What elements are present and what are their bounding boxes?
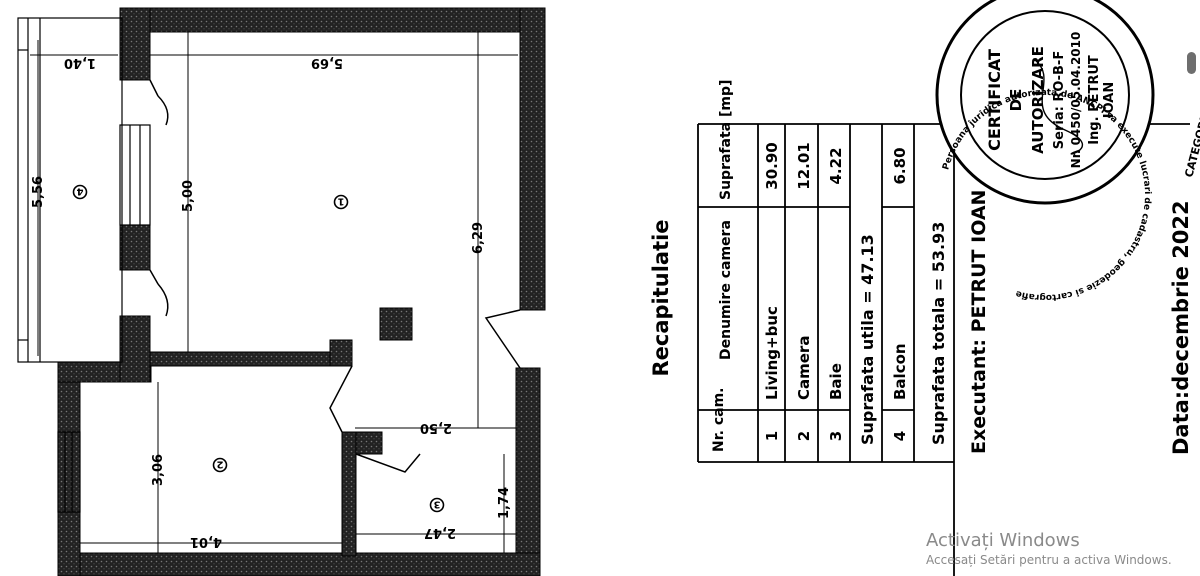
- dim-living-length-right: 6,29: [471, 222, 486, 254]
- scrollbar-thumb[interactable]: [1187, 52, 1196, 74]
- header-area: Suprafata [mp]: [718, 80, 734, 200]
- row3-nr: 3: [827, 431, 845, 441]
- balcony: [17, 17, 123, 363]
- dimension-labels: 1,40 5,69 2,50 4,01 2,47 5,56 5,00 6,29 …: [31, 55, 512, 549]
- dim-hall-width: 2,50: [420, 420, 452, 435]
- room-marker-bath: 3: [429, 497, 445, 513]
- dim-bath-width: 2,47: [424, 525, 456, 540]
- stamp-line-4: Seria: RO-B-F: [1052, 51, 1067, 149]
- row3-name: Baie: [827, 363, 845, 400]
- row2-nr: 2: [795, 431, 813, 441]
- activate-windows-watermark: Activați Windows Accesați Setări pentru …: [926, 530, 1200, 568]
- dimension-lines: [30, 32, 518, 553]
- svg-text:3: 3: [433, 499, 440, 510]
- header-name: Denumire camera: [718, 220, 734, 360]
- row4-area: 6.80: [891, 147, 909, 184]
- row1-area: 30.90: [763, 142, 781, 189]
- header-nr: Nr. cam.: [711, 388, 727, 452]
- row2-area: 12.01: [795, 142, 813, 189]
- total-area: Suprafata totala = 53.93: [929, 222, 948, 445]
- dim-bedroom-length: 3,06: [151, 454, 166, 486]
- stamp-line-2: DE: [1007, 89, 1025, 112]
- stamp-line-1: CERTIFICAT: [985, 49, 1004, 151]
- bedroom-window: [57, 431, 81, 513]
- stamp-line-3: AUTORIZARE: [1029, 46, 1047, 154]
- row3-area: 4.22: [827, 147, 845, 184]
- living-window: [119, 124, 151, 226]
- room-marker-balcony: 4: [72, 184, 88, 200]
- row1-nr: 1: [763, 431, 781, 441]
- dim-bedroom-width: 4,01: [190, 534, 222, 549]
- room-marker-bedroom: 2: [212, 457, 228, 473]
- date-label: Data:decembrie 2022: [1169, 200, 1193, 455]
- executant-label: Executant: PETRUT IOAN: [968, 190, 990, 454]
- svg-text:1: 1: [337, 196, 344, 207]
- dim-balcony-width: 1,40: [64, 55, 96, 70]
- doors: [149, 79, 521, 473]
- svg-text:4: 4: [76, 186, 83, 197]
- activate-windows-title: Activați Windows: [926, 530, 1080, 551]
- room-marker-living: 1: [333, 194, 349, 210]
- row2-name: Camera: [795, 336, 813, 400]
- dim-balcony-length: 5,56: [31, 176, 46, 208]
- useful-area: Suprafata utila = 47.13: [858, 234, 877, 445]
- row1-name: Living+buc: [763, 306, 781, 400]
- stamp-line-7: IOAN: [1102, 82, 1117, 118]
- activate-windows-subtitle: Accesați Setări pentru a activa Windows.: [926, 553, 1172, 567]
- dim-bath-length: 1,74: [497, 487, 512, 519]
- row4-name: Balcon: [891, 343, 909, 400]
- svg-text:2: 2: [216, 459, 223, 470]
- stamp-category: CATEGORIA A: [1182, 95, 1200, 179]
- row4-nr: 4: [891, 431, 909, 441]
- stamp-line-6: Ing. PETRUT: [1087, 55, 1102, 145]
- dim-living-length-left: 5,00: [181, 180, 196, 212]
- summary-title: Recapitulatie: [649, 219, 673, 376]
- dim-living-width: 5,69: [311, 55, 343, 70]
- walls: [57, 7, 546, 576]
